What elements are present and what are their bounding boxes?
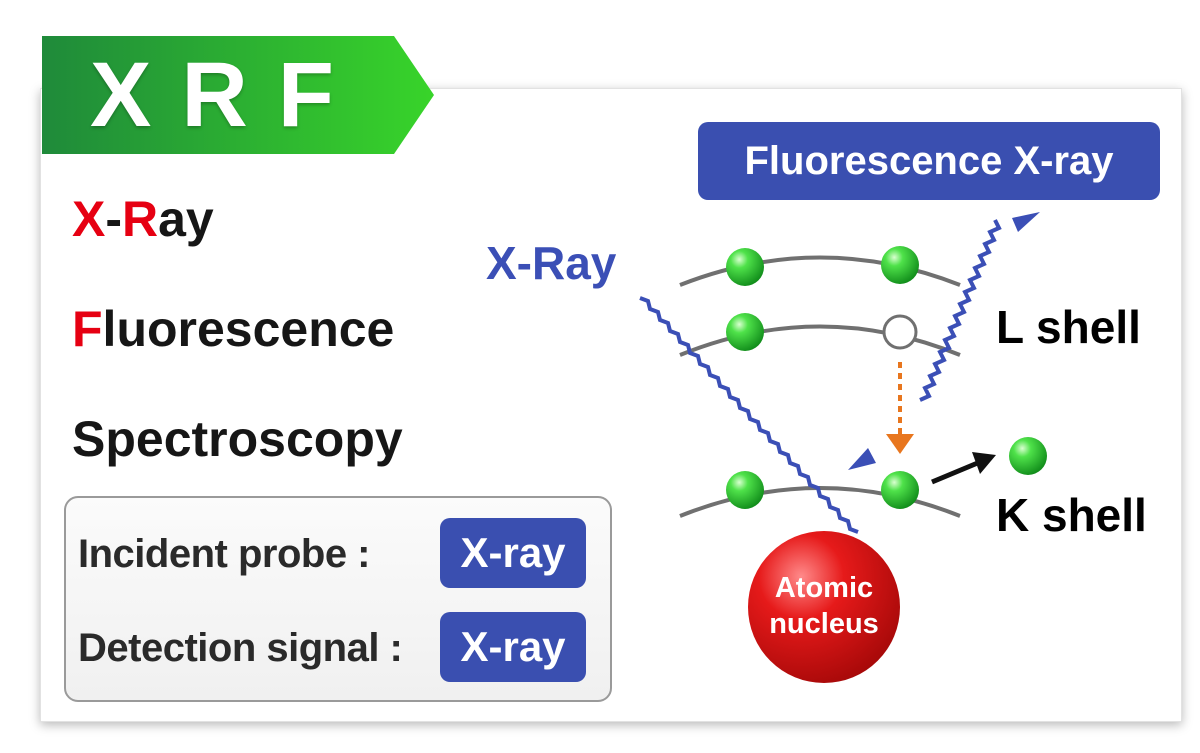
fluorescence-xray-label: Fluorescence X-ray [698,122,1160,200]
acronym-rest: ay [158,191,214,247]
electron [726,471,764,509]
electron [881,471,919,509]
detection-signal-label: Detection signal : [78,626,403,670]
acronym-letter-x: X [72,191,106,247]
fluorescence-xray-arrowhead [1012,212,1040,232]
shell-orbit-outer [679,255,961,287]
electron [726,313,764,351]
shell-orbit-l [679,324,961,357]
incoming-xray-wave [639,296,859,534]
ejection-arrow [931,459,981,485]
electron-vacancy [882,314,918,350]
fluorescence-xray-wave [919,219,1002,402]
ejection-arrowhead [972,452,996,474]
acronym-rest: luorescence [102,301,395,357]
acronym-hyphen: - [105,191,123,247]
banner-title: XRF [90,44,364,146]
incident-probe-value: X-ray [440,518,586,588]
acronym-letter-f: F [72,301,103,357]
acronym-letter-r: R [122,191,159,247]
incident-probe-label: Incident probe : [78,532,371,576]
xrf-banner: XRF [42,36,434,154]
nucleus-label: Atomic nucleus [744,570,904,642]
detection-signal-value: X-ray [440,612,586,682]
incoming-xray-arrowhead [848,448,876,470]
electron [881,246,919,284]
electron [726,248,764,286]
nucleus-label-line1: Atomic [774,572,874,604]
incoming-xray-label: X-Ray [486,237,617,289]
transition-arrow-head [886,434,914,454]
ejected-electron [1009,437,1047,475]
acronym-spectroscopy: Spectroscopy [72,411,403,467]
banner-arrow-shape [42,36,434,154]
k-shell-label: K shell [996,489,1147,541]
atomic-nucleus [748,531,900,683]
acronym-xray: X-Ray [72,190,214,248]
acronym-fluorescence: Fluorescence [72,300,394,358]
nucleus-label-line2: nucleus [769,608,879,640]
l-shell-label: L shell [996,301,1141,353]
